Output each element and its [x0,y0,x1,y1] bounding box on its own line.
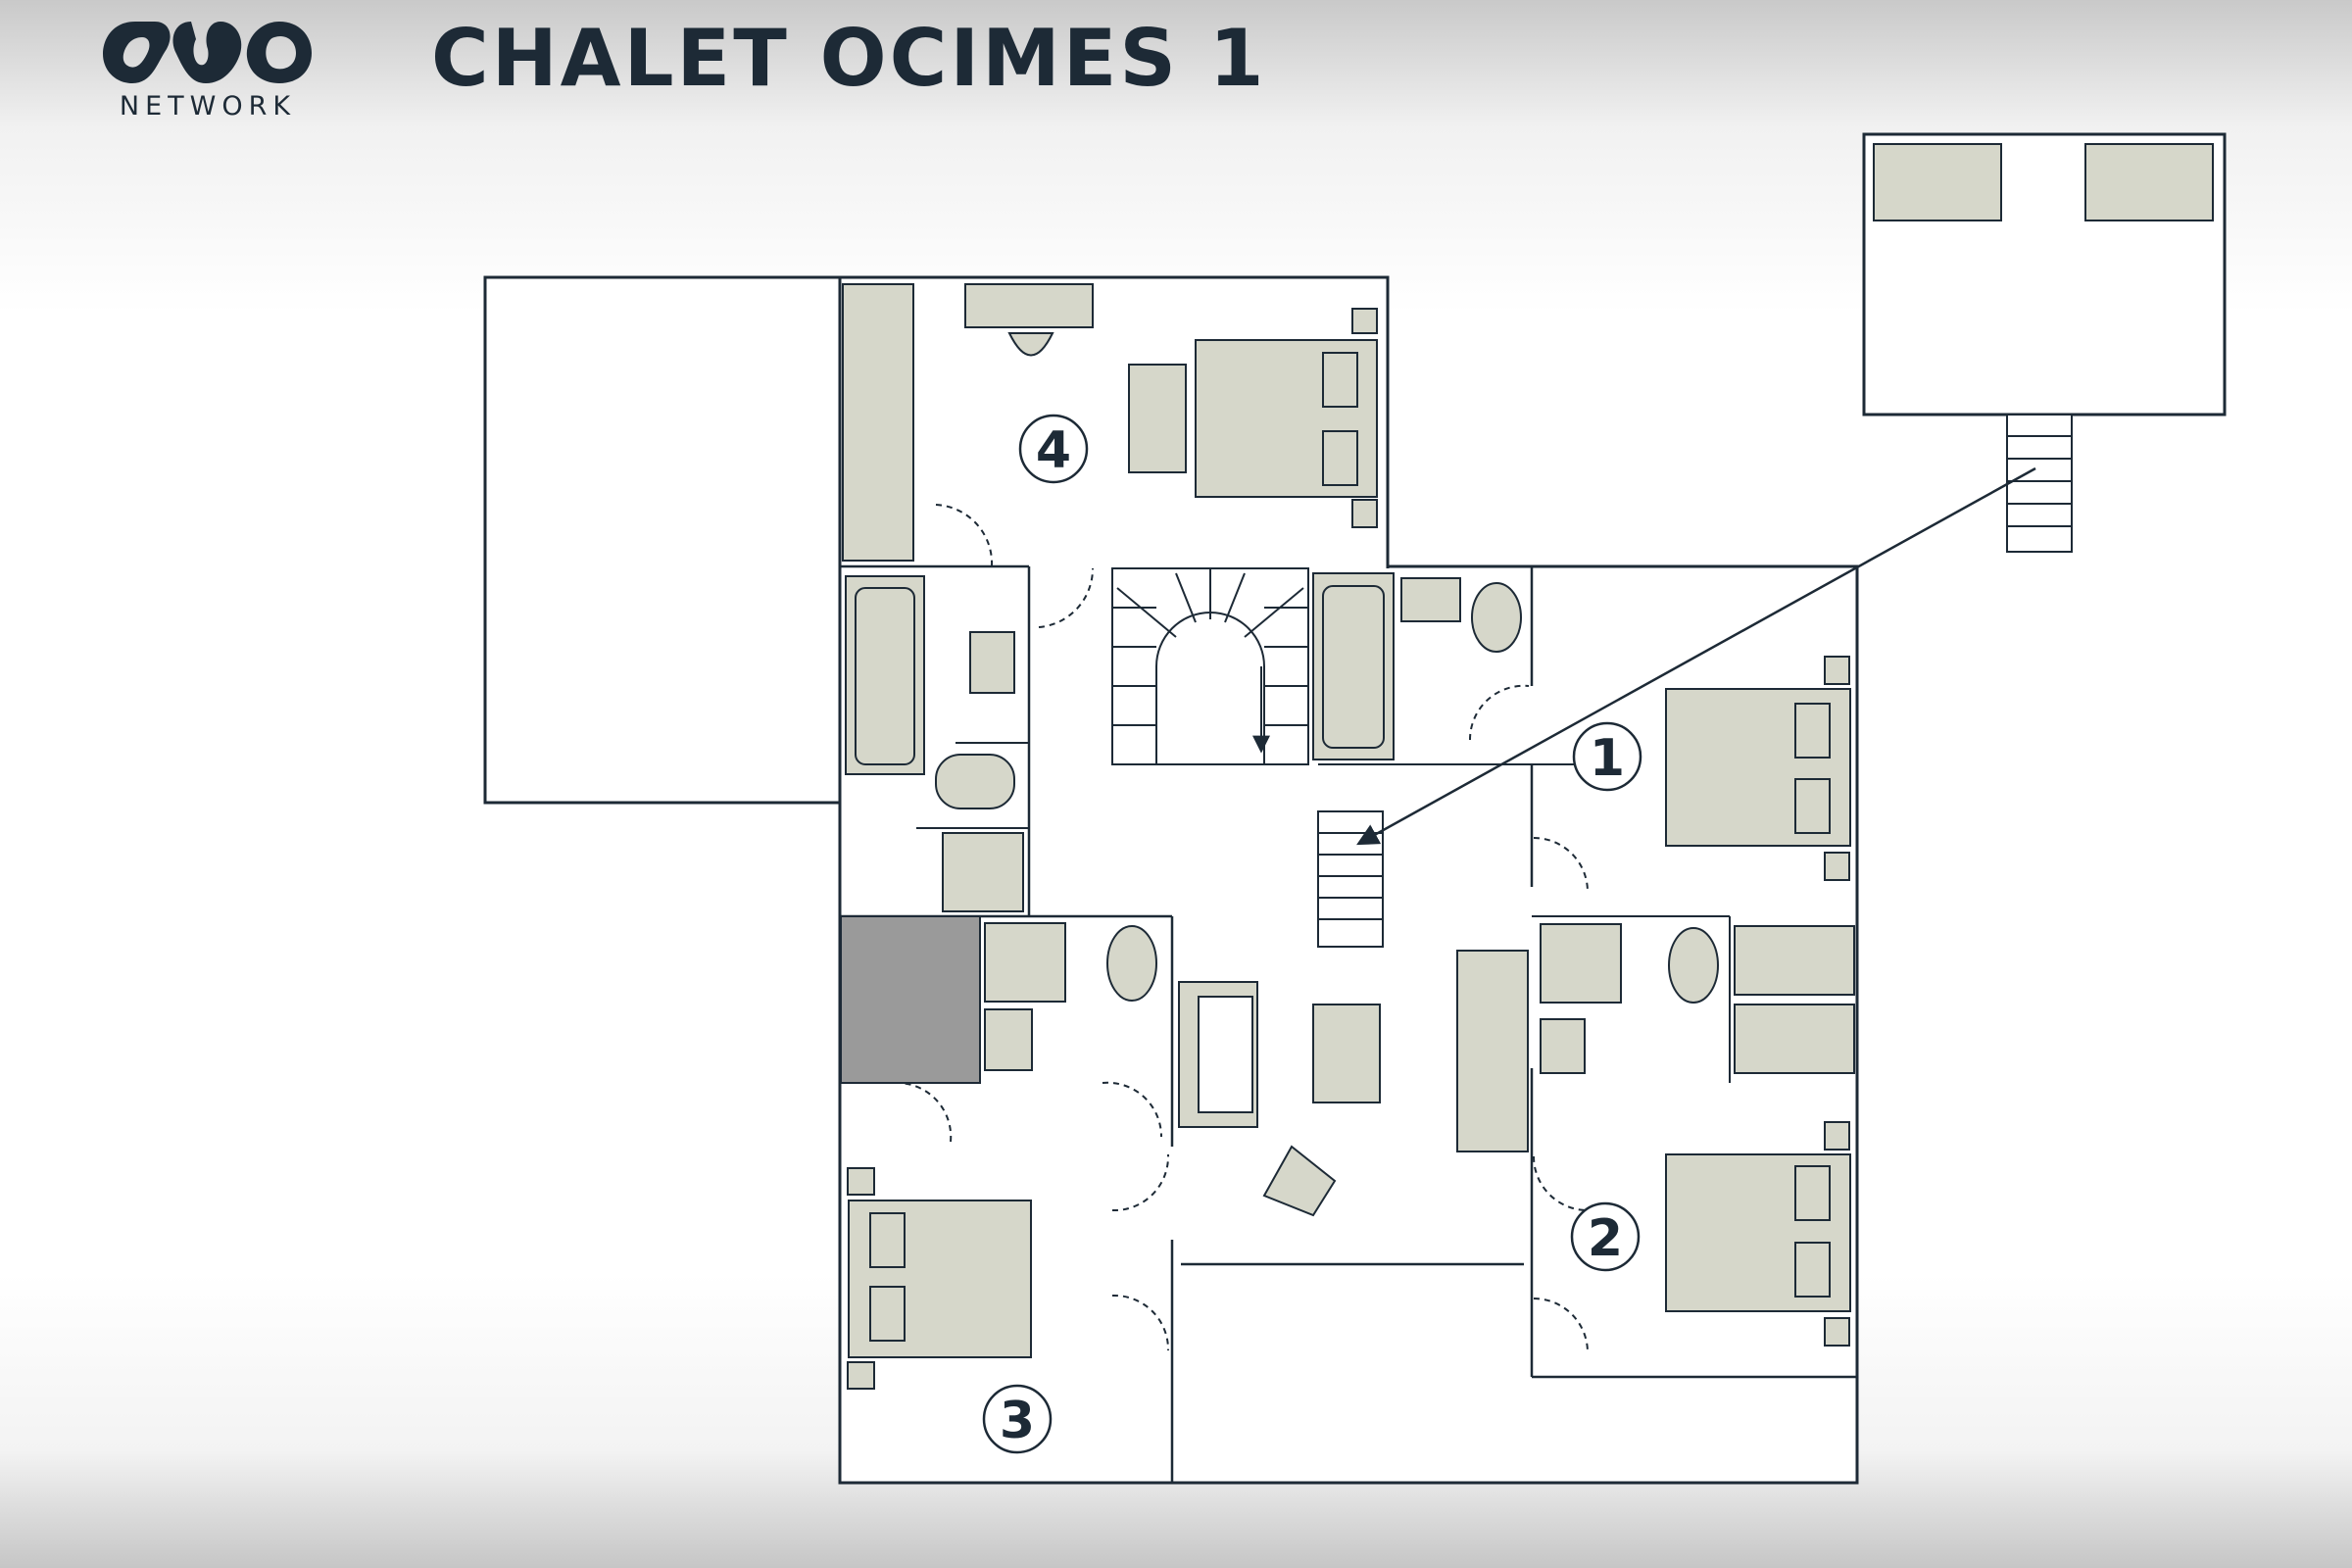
toilet [1471,582,1522,653]
nightstand [1824,656,1850,685]
nightstand [847,1167,875,1196]
sink [969,631,1015,694]
annex-connection-line [1356,466,2036,846]
terrace-area [483,275,842,805]
annex-staircase [2006,414,2073,553]
wardrobe [842,283,914,562]
sofa [2084,143,2214,221]
desk-chair [1007,332,1054,357]
room-number-label: 3 [1000,1392,1035,1450]
room-number-label: 1 [1590,729,1625,788]
room-number-3: 3 [982,1384,1053,1454]
brand-name: NETWORK [119,91,297,122]
shower-tray [984,922,1066,1003]
sink [984,1008,1033,1071]
room-number-4: 4 [1018,414,1089,484]
wardrobe [1734,925,1855,996]
wardrobe [1734,1004,1855,1074]
armchair [1128,364,1187,473]
nightstand [1824,852,1850,881]
nightstand [1351,499,1378,528]
room-number-1: 1 [1572,721,1642,792]
coffee-table [1312,1004,1381,1103]
sink [1400,577,1461,622]
nightstand [1824,1317,1850,1347]
armchair [1262,1145,1337,1217]
room-number-label: 2 [1588,1209,1623,1268]
nightstand [1351,308,1378,334]
nightstand [847,1361,875,1390]
sink [1540,1018,1586,1074]
ovo-logo-icon [103,22,312,83]
toilet [1106,925,1157,1002]
desk [964,283,1094,328]
toilet [1668,927,1719,1004]
small-staircase [1317,810,1384,948]
page-title: CHALET OCIMES 1 [431,13,1267,104]
nightstand [1824,1121,1850,1151]
storage-room [840,915,981,1084]
toilet [935,754,1015,809]
tv-unit [1456,950,1529,1152]
shower-tray [1540,923,1622,1004]
room-number-label: 4 [1036,421,1071,480]
shower-tray [942,832,1024,912]
room-number-2: 2 [1570,1201,1641,1272]
sofa [1873,143,2002,221]
